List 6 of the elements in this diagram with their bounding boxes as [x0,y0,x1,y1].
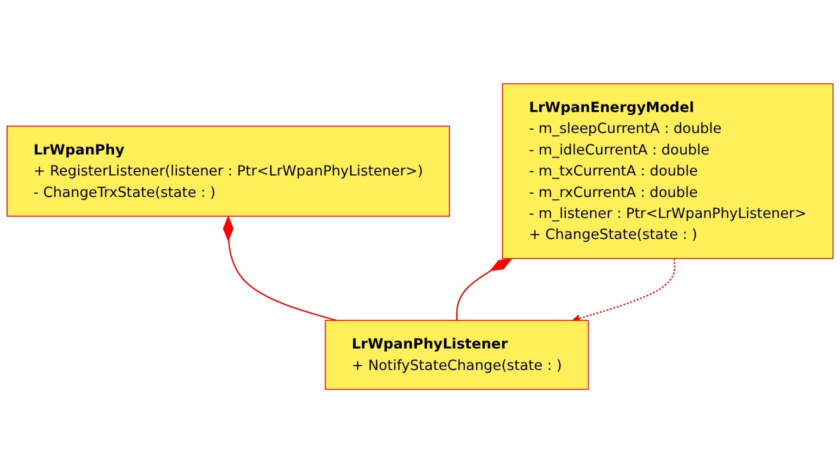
node-box: LrWpanPhy + RegisterListener(listener : Ptr<LrWpanPhyListener>) - ChangeTrxState(state : ) [6,126,450,217]
node-box: LrWpanEnergyModel - m_sleepCurrentA : double - m_idleCurrentA : double - m_txCurrentA : double - m_rxCurrentA : double - m_listener : Ptr<LrWpanPhyListener> + ChangeState(state : ) [502,83,834,260]
connector [456,258,513,320]
arrow [572,258,676,322]
node-box: LrWpanPhyListener + NotifyStateChange(state : ) [324,320,589,390]
connector [222,215,337,322]
